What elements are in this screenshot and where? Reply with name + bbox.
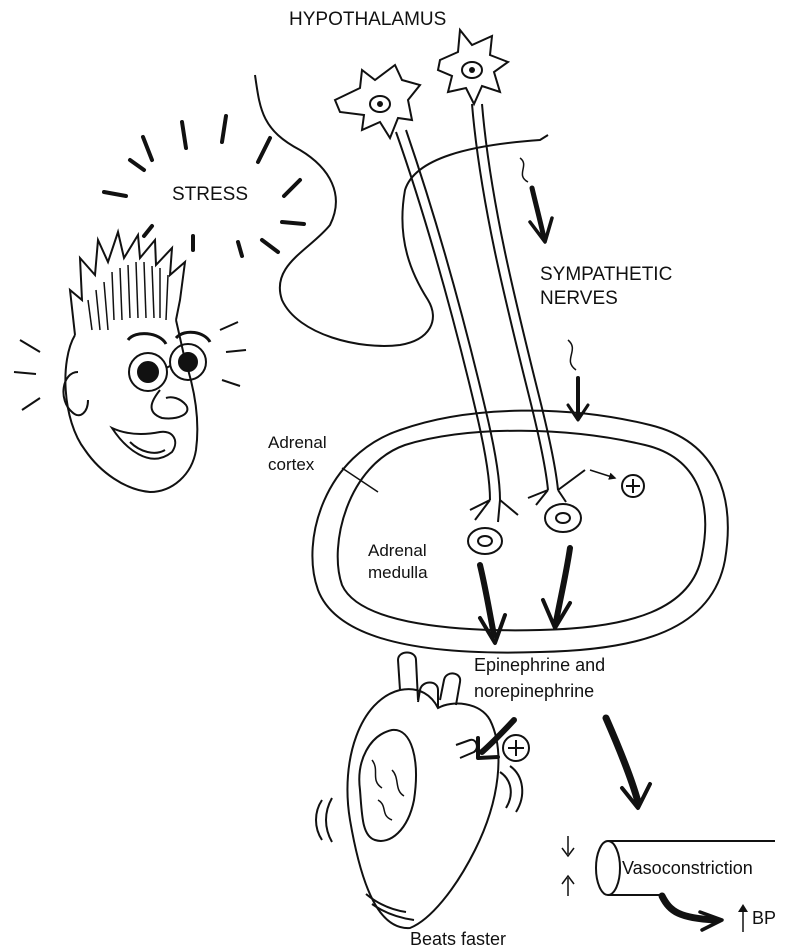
label-adrenal-cortex: Adrenal cortex: [268, 432, 327, 476]
neuron-body-1: [335, 65, 420, 138]
axon-1: [396, 130, 500, 500]
stimulation-plus-icon: [622, 475, 644, 497]
label-adrenal-cortex-line-1: Adrenal: [268, 432, 327, 454]
neuron-body-2: [438, 30, 508, 104]
constriction-arrows: [562, 836, 574, 896]
hypothalamus-outline: [255, 75, 548, 346]
label-sympathetic-line-1: SYMPATHETIC: [540, 263, 672, 287]
label-adrenal-medulla-line-1: Adrenal: [368, 540, 428, 562]
label-sympathetic-line-2: NERVES: [540, 287, 672, 311]
label-adrenal-medulla-line-2: medulla: [368, 562, 428, 584]
label-hypothalamus: HYPOTHALAMUS: [289, 8, 446, 32]
heart-plus-icon: [503, 735, 529, 761]
adrenal-medulla-inner: [338, 431, 705, 631]
label-hormones: Epinephrine and norepinephrine: [474, 652, 605, 704]
chromaffin-cell-1: [468, 528, 502, 554]
stressed-face: [14, 232, 246, 492]
label-bp: BP: [752, 906, 776, 930]
terminal-arrow: [590, 470, 615, 478]
nerve-squiggle-2: [568, 340, 576, 370]
chromaffin-cell-2: [545, 504, 581, 532]
label-vasoconstriction: Vasoconstriction: [622, 856, 753, 880]
label-adrenal-cortex-line-2: cortex: [268, 454, 327, 476]
adrenal-gland-outer: [312, 411, 727, 653]
bp-up-arrow-icon: [738, 904, 748, 932]
adrenal-cortex-pointer: [342, 468, 378, 492]
label-stress: STRESS: [172, 183, 248, 207]
label-beats-faster: Beats faster: [410, 927, 506, 951]
label-adrenal-medulla: Adrenal medulla: [368, 540, 428, 584]
label-hormones-line-2: norepinephrine: [474, 678, 605, 704]
label-hormones-line-1: Epinephrine and: [474, 652, 605, 678]
nerve-squiggle-1: [520, 158, 528, 182]
label-sympathetic-nerves: SYMPATHETIC NERVES: [540, 263, 672, 311]
